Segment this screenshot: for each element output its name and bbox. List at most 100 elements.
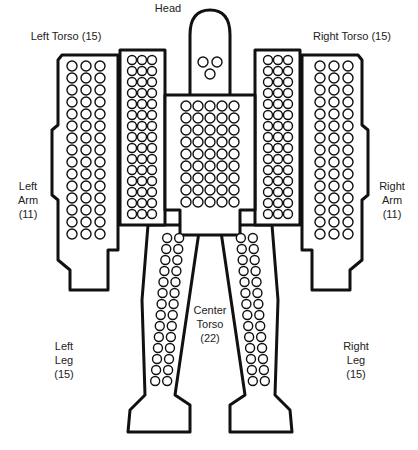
armor-pip	[67, 109, 77, 119]
armor-pip	[274, 56, 283, 65]
armor-pip	[252, 278, 261, 287]
armor-pip	[284, 144, 293, 153]
armor-pip	[148, 166, 157, 175]
part-label: Head	[143, 2, 193, 16]
armor-pip	[315, 229, 325, 239]
armor-pip	[329, 109, 339, 119]
armor-pip	[193, 149, 203, 159]
armor-pip	[284, 111, 293, 120]
armor-pip	[128, 133, 137, 142]
armor-pip	[246, 355, 255, 364]
armor-pip	[329, 73, 339, 83]
armor-pip	[274, 166, 283, 175]
armor-pip	[315, 121, 325, 131]
armor-pip	[172, 267, 181, 276]
armor-pip	[247, 366, 256, 375]
armor-pip	[217, 173, 227, 183]
armor-pip	[329, 193, 339, 203]
armor-pip	[95, 133, 105, 143]
armor-pip	[205, 69, 215, 79]
armor-pip	[95, 157, 105, 167]
armor-pip	[264, 210, 273, 219]
armor-pip	[264, 111, 273, 120]
armor-pip	[95, 73, 105, 83]
armor-pip	[274, 210, 283, 219]
armor-pip	[274, 188, 283, 197]
armor-pip	[174, 245, 183, 254]
armor-pip	[240, 278, 249, 287]
armor-pip	[138, 144, 147, 153]
armor-pip	[236, 234, 245, 243]
armor-pip	[148, 56, 157, 65]
armor-pip	[128, 210, 137, 219]
armor-pip	[329, 85, 339, 95]
armor-pip	[229, 137, 239, 147]
armor-pip	[148, 122, 157, 131]
armor-pip	[249, 245, 258, 254]
armor-pip	[193, 197, 203, 207]
armor-pip	[205, 125, 215, 135]
armor-pip	[264, 89, 273, 98]
armor-pip	[329, 61, 339, 71]
armor-pip	[329, 157, 339, 167]
armor-pip	[274, 67, 283, 76]
armor-pip	[343, 145, 353, 155]
armor-pip	[229, 149, 239, 159]
armor-pip	[264, 78, 273, 87]
armor-pip	[138, 188, 147, 197]
armor-pip	[167, 322, 176, 331]
armor-pip	[205, 185, 215, 195]
armor-pip	[159, 278, 168, 287]
armor-pip	[181, 113, 191, 123]
armor-pip	[161, 256, 170, 265]
armor-pip	[217, 161, 227, 171]
armor-pip	[153, 355, 162, 364]
armor-pip	[95, 121, 105, 131]
armor-pip	[138, 199, 147, 208]
armor-pip	[81, 109, 91, 119]
armor-pip	[274, 100, 283, 109]
armor-pip	[229, 197, 239, 207]
armor-pip	[148, 144, 157, 153]
armor-pip	[67, 121, 77, 131]
armor-pip	[173, 256, 182, 265]
armor-pip	[162, 245, 171, 254]
armor-pip	[343, 205, 353, 215]
part-label: Left Leg (15)	[47, 340, 81, 381]
armor-pip	[138, 155, 147, 164]
armor-pip	[343, 109, 353, 119]
armor-pip	[81, 157, 91, 167]
armor-pip	[284, 188, 293, 197]
armor-pip	[329, 97, 339, 107]
armor-pip	[217, 197, 227, 207]
armor-pip	[67, 193, 77, 203]
armor-pip	[138, 177, 147, 186]
armor-pip	[164, 366, 173, 375]
armor-pip	[264, 56, 273, 65]
armor-pip	[138, 89, 147, 98]
armor-pip	[315, 217, 325, 227]
armor-pip	[81, 193, 91, 203]
armor-pip	[274, 89, 283, 98]
armor-pip	[193, 113, 203, 123]
armor-pip	[128, 155, 137, 164]
armor-pip	[343, 133, 353, 143]
armor-pip	[95, 145, 105, 155]
armor-pip	[264, 155, 273, 164]
armor-pip	[153, 344, 162, 353]
armor-pip	[250, 256, 259, 265]
armor-pip	[181, 149, 191, 159]
armor-pip	[343, 193, 353, 203]
armor-pip	[258, 344, 267, 353]
armor-pip	[67, 97, 77, 107]
armor-pip	[138, 122, 147, 131]
armor-pip	[229, 185, 239, 195]
armor-pip	[95, 217, 105, 227]
armor-pip	[260, 377, 269, 386]
part-label: Right Leg (15)	[339, 340, 373, 381]
right-arm-outline	[302, 55, 368, 290]
armor-pip	[138, 210, 147, 219]
armor-pips	[67, 56, 353, 386]
armor-pip	[148, 155, 157, 164]
armor-pip	[251, 267, 260, 276]
